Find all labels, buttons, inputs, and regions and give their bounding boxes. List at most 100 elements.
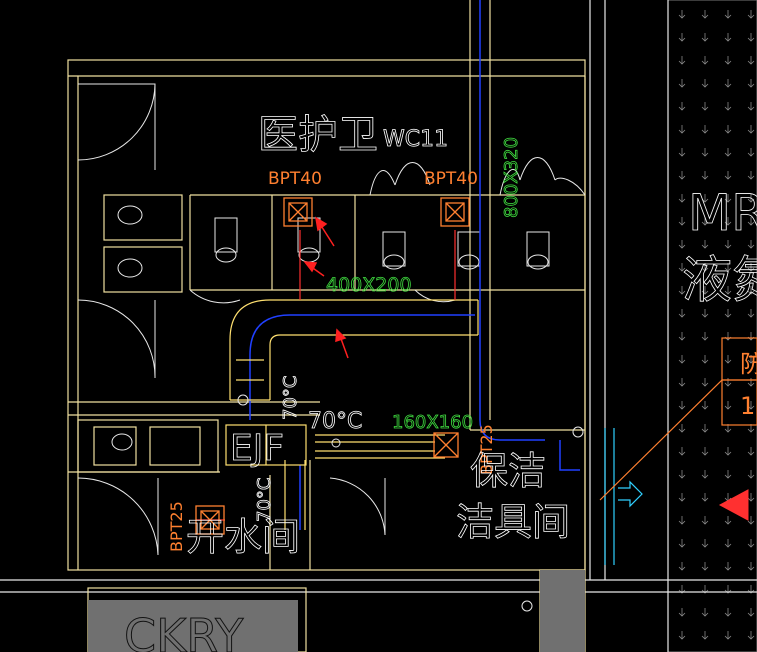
hatch-arrow-mark [747, 355, 755, 364]
gray-slab [88, 600, 298, 652]
hatch-arrow-mark [724, 148, 732, 157]
round-symbols [237, 394, 584, 612]
hatch-arrow-mark [701, 33, 709, 42]
hatched-area [667, 0, 757, 652]
hatch-arrow-mark [747, 194, 755, 203]
hatch-arrow-mark [701, 194, 709, 203]
red-triangle-marker [718, 489, 749, 521]
hatch-arrow-mark [701, 148, 709, 157]
hatch-arrow-mark [747, 493, 755, 502]
hatch-arrow-mark [747, 171, 755, 180]
hatch-arrow-mark [701, 470, 709, 479]
hatch-arrow-mark [724, 33, 732, 42]
hatch-arrow-mark [747, 33, 755, 42]
hatch-arrow-mark [701, 493, 709, 502]
hatch-arrow-mark [678, 608, 686, 617]
hatch-arrow-mark [724, 631, 732, 640]
hatch-arrow-mark [678, 102, 686, 111]
hatch-arrow-mark [701, 79, 709, 88]
hatch-arrow-mark [747, 309, 755, 318]
hatch-arrow-mark [701, 217, 709, 226]
hatch-arrow-mark [701, 355, 709, 364]
hatch-arrow-mark [747, 79, 755, 88]
hatch-arrow-mark [724, 447, 732, 456]
hatch-arrow-mark [701, 286, 709, 295]
hatch-arrow-mark [678, 355, 686, 364]
hatch-arrow-mark [724, 608, 732, 617]
hatch-arrow-mark [747, 286, 755, 295]
hatch-arrow-mark [678, 493, 686, 502]
hatch-arrow-mark [701, 539, 709, 548]
blue-pipes [249, 0, 580, 530]
hatch-arrow-mark [724, 562, 732, 571]
duct-label-main: 400X200 [326, 274, 412, 296]
hatch-arrow-mark [701, 516, 709, 525]
hatch-arrow-mark [724, 263, 732, 272]
fan-mid-symbol [433, 432, 459, 458]
fan-right-symbol [440, 197, 470, 227]
fan-label-right: BPT40 [424, 169, 478, 189]
hatch-arrow-mark [747, 102, 755, 111]
hatch-arrow-mark [724, 102, 732, 111]
hatch-arrow-mark [747, 148, 755, 157]
hatch-arrow-mark [724, 516, 732, 525]
hatch-arrow-mark [724, 10, 732, 19]
door-swings [77, 83, 456, 556]
fan-bottom-symbol [195, 505, 225, 535]
side-box-top: 防 [740, 350, 757, 378]
hatch-arrow-mark [678, 125, 686, 134]
hatch-arrow-mark [701, 10, 709, 19]
hatch-arrow-mark [701, 332, 709, 341]
room-code-wc11: WC11 [383, 127, 448, 152]
hatch-arrow-mark [701, 424, 709, 433]
bottom-room-label: CKRY [124, 609, 244, 652]
hatch-arrow-mark [701, 562, 709, 571]
red-annotation-arrows [303, 216, 349, 359]
hatch-arrow-mark [747, 125, 755, 134]
fan-label-bottom: BPT25 [167, 501, 186, 552]
room-label-janitor-1: 保洁 [470, 449, 546, 493]
hatch-arrow-mark [678, 79, 686, 88]
hatch-arrow-mark [724, 355, 732, 364]
hatch-arrow-mark [701, 263, 709, 272]
hatch-arrow-mark [724, 401, 732, 410]
hatch-arrow-mark [747, 562, 755, 571]
hatch-arrow-mark [678, 516, 686, 525]
hatch-arrow-mark [724, 378, 732, 387]
hatch-arrow-mark [678, 10, 686, 19]
damper-label-b: 70°C [280, 376, 301, 420]
hatch-arrow-mark [701, 56, 709, 65]
hatch-arrow-mark [724, 240, 732, 249]
hatch-arrow-mark [678, 332, 686, 341]
hatch-arrow-mark [678, 309, 686, 318]
side-info-box [599, 337, 757, 501]
hatch-arrow-mark [724, 171, 732, 180]
hatch-arrow-mark [747, 608, 755, 617]
hatch-arrow-mark [678, 56, 686, 65]
damper-label-c: 70°C [254, 478, 275, 522]
hatch-arrow-mark [701, 447, 709, 456]
hatch-arrow-mark [724, 194, 732, 203]
fan-label-mid: BPT25 [477, 424, 496, 475]
hatch-arrow-mark [678, 378, 686, 387]
hatch-arrow-mark [701, 401, 709, 410]
hatch-arrow-mark [724, 286, 732, 295]
hatch-arrow-mark [724, 539, 732, 548]
hatch-arrow-mark [724, 125, 732, 134]
hatch-arrow-mark [678, 33, 686, 42]
hatch-arrow-mark [701, 631, 709, 640]
room-label-mr: MR [688, 184, 757, 242]
hatch-arrow-mark [678, 240, 686, 249]
damper-label-a: 70°C [308, 409, 362, 434]
hatch-arrow-mark [747, 470, 755, 479]
room-label-janitor-2: 洁具间 [456, 500, 570, 544]
hatch-arrow-mark [701, 102, 709, 111]
side-box-bottom: 1 [740, 392, 755, 420]
hatch-arrow-mark [678, 424, 686, 433]
hatch-arrow-mark [747, 539, 755, 548]
hatch-arrow-mark [724, 470, 732, 479]
duct-label-vertical: 800X320 [501, 137, 522, 218]
hatch-arrow-mark [747, 217, 755, 226]
room-label-liquid-nitrogen: 液氮 [682, 251, 757, 309]
